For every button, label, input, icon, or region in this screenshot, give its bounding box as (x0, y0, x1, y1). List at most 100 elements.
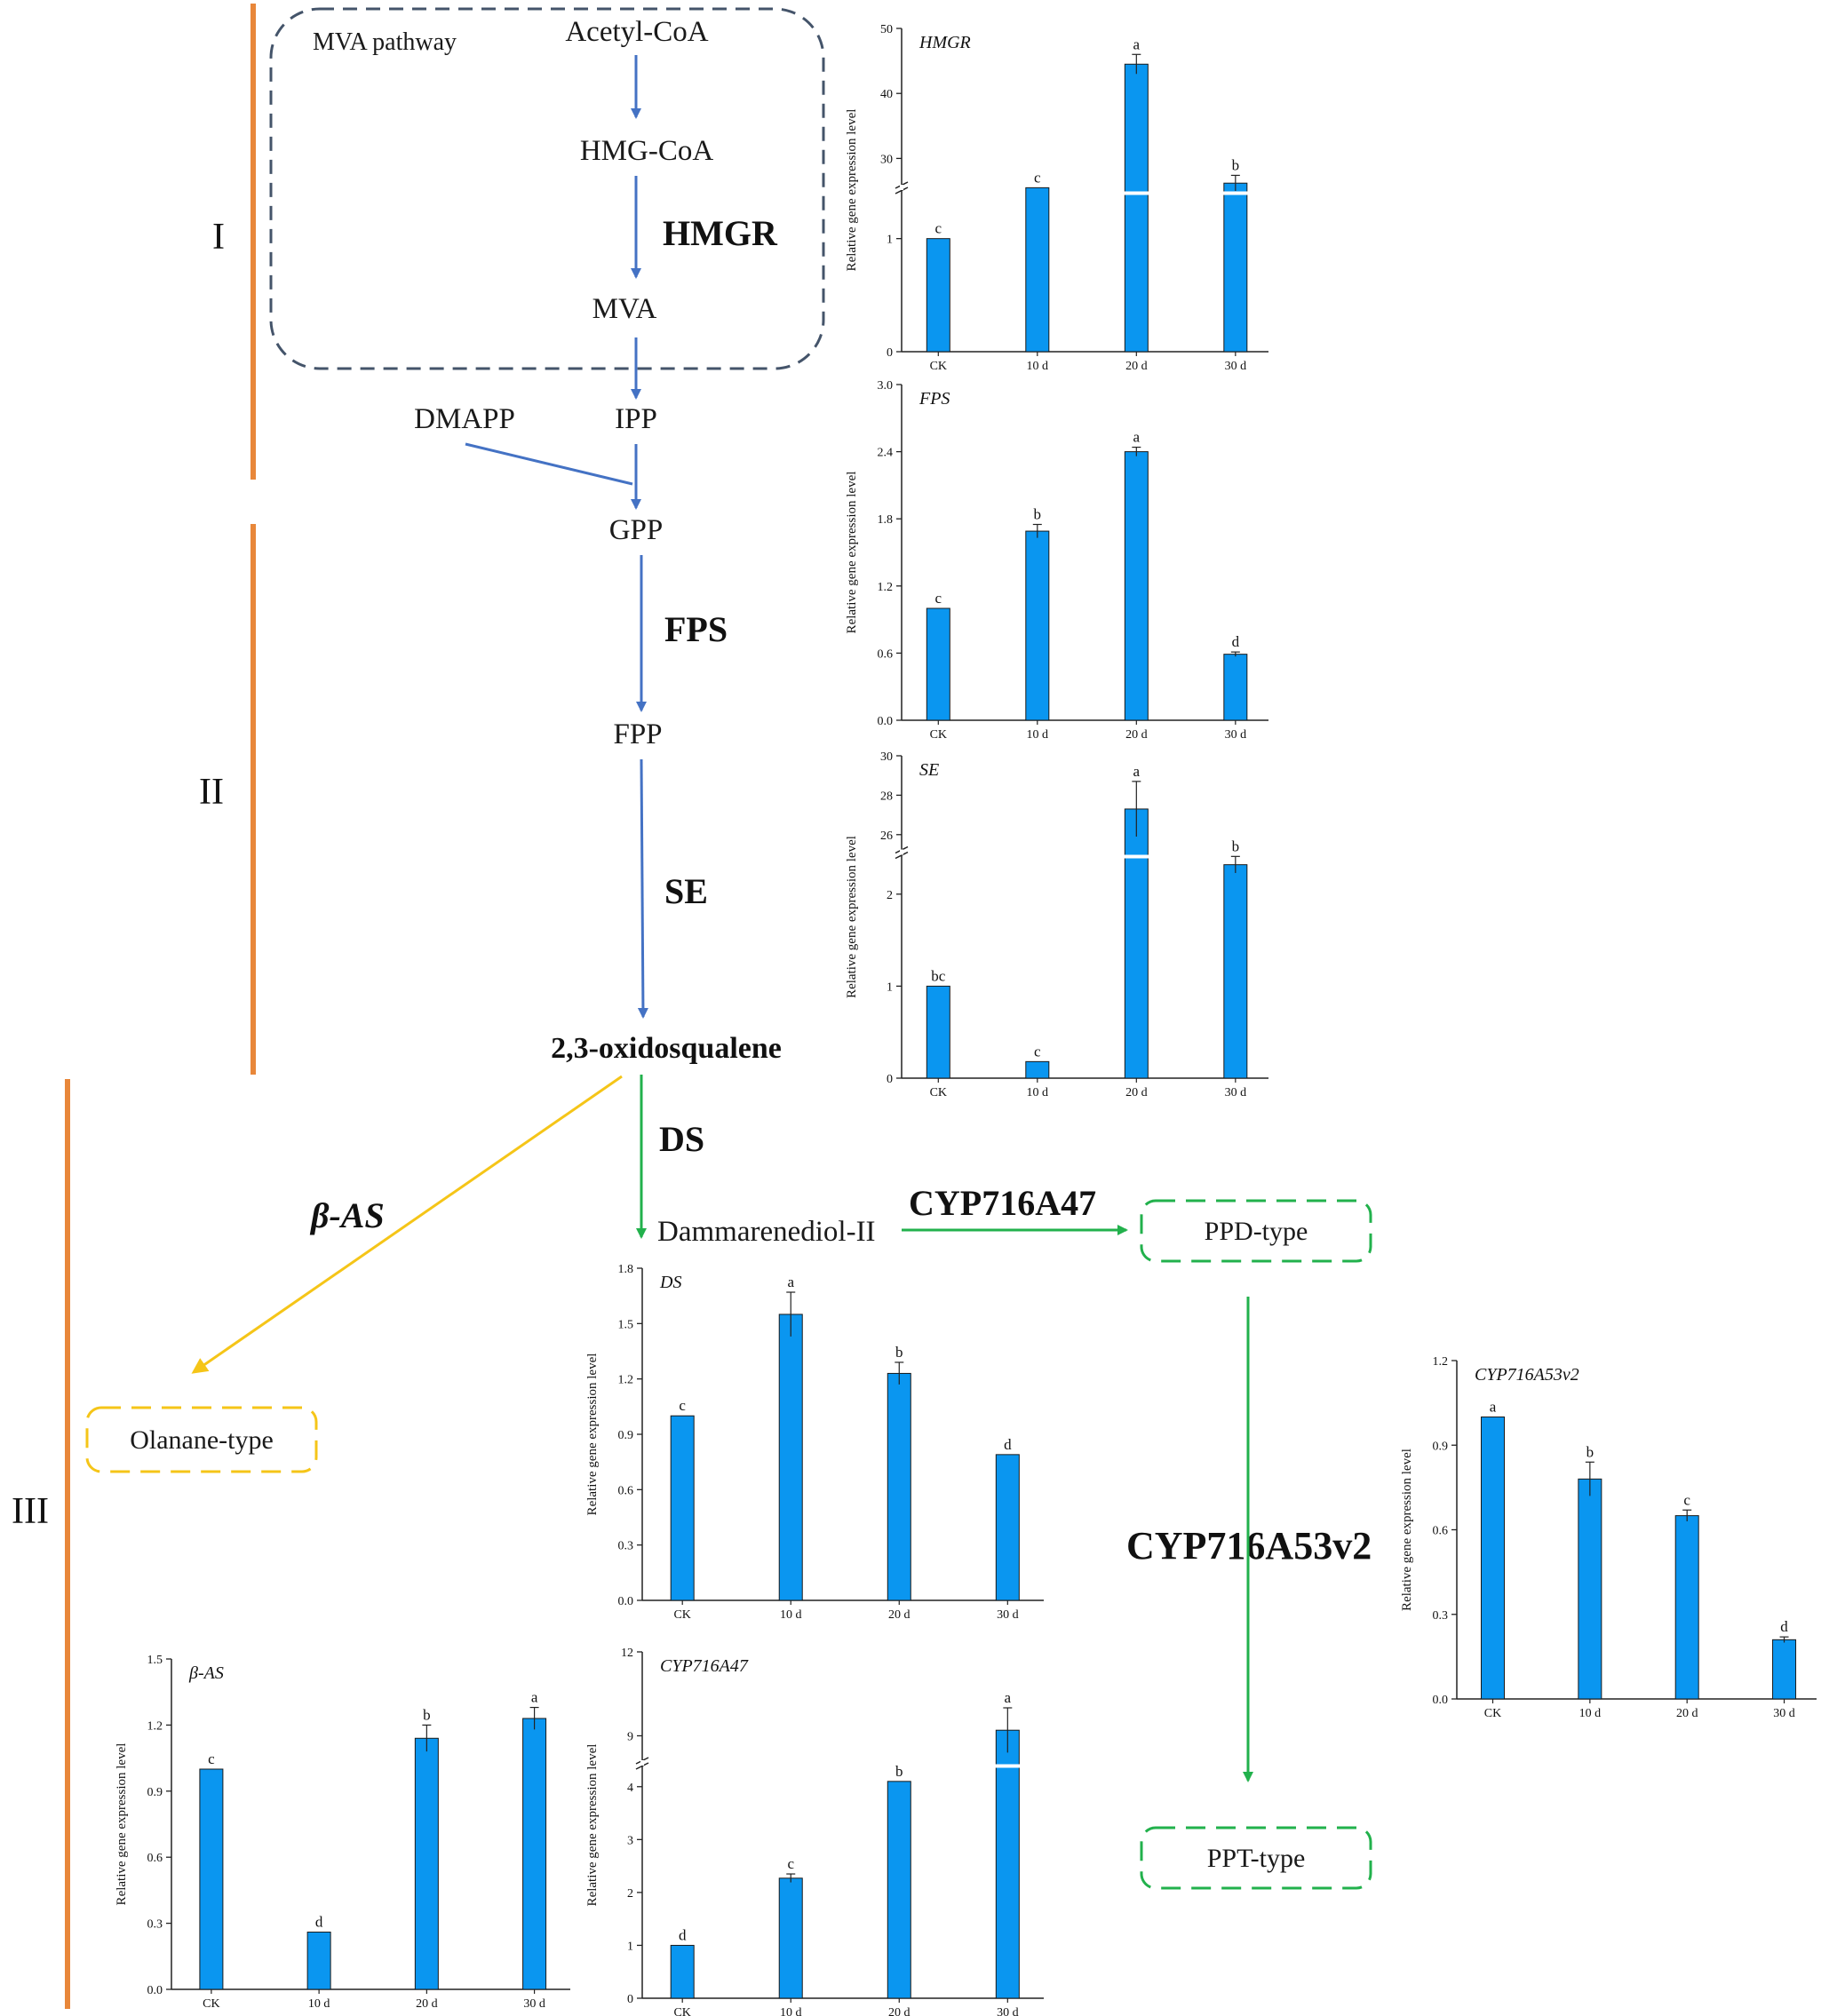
bar-CK (1481, 1417, 1505, 1700)
axis-break-gap (900, 849, 903, 855)
bar-10d (1578, 1478, 1602, 1700)
significance-letter: c (935, 590, 942, 607)
x-tick-label: CK (673, 2006, 690, 2016)
y-tick-label: 1 (887, 234, 893, 247)
metabolite-acetyl-coa: Acetyl-CoA (565, 16, 708, 48)
y-tick-label: 0.0 (878, 715, 894, 728)
x-tick-label: 10 d (308, 1997, 330, 2011)
y-tick-label: 0 (887, 1073, 893, 1086)
y-tick-label: 0.9 (618, 1429, 634, 1442)
x-tick-label: 30 d (1225, 728, 1247, 742)
bar-CK (926, 607, 950, 721)
olanane-type-box (85, 1406, 318, 1473)
y-tick-label: 1 (627, 1940, 633, 1953)
bar-break-gap (1124, 854, 1149, 859)
bar-CK (199, 1768, 224, 1990)
y-tick-label: 1.2 (618, 1374, 634, 1387)
y-tick-label: 0.9 (1433, 1440, 1449, 1453)
x-tick-label: 20 d (1125, 728, 1148, 742)
significance-letter: d (1780, 1618, 1788, 1635)
enzyme-se: SE (664, 871, 708, 911)
bar-30d (1223, 182, 1248, 353)
significance-letter: a (1133, 36, 1141, 52)
x-tick-label: 30 d (1773, 1707, 1795, 1720)
significance-letter: d (1232, 633, 1240, 650)
mva-pathway-label: MVA pathway (313, 28, 457, 56)
significance-letter: a (1133, 429, 1141, 446)
significance-letter: c (787, 1855, 794, 1872)
y-tick-label: 30 (880, 153, 893, 166)
x-tick-label: 10 d (780, 2006, 802, 2016)
y-tick-label: 3.0 (878, 379, 894, 393)
y-tick-label: 30 (880, 750, 893, 764)
bar-CK (926, 985, 950, 1079)
chart-title: β-AS (188, 1663, 224, 1683)
y-tick-label: 0.9 (147, 1786, 163, 1799)
y-tick-label: 0 (627, 1993, 633, 2006)
y-tick-label: 3 (627, 1834, 633, 1847)
ppd-type-box (1140, 1199, 1372, 1263)
bar-20d (887, 1781, 911, 1999)
bar-20d (1674, 1515, 1699, 1700)
metabolite-gpp: GPP (609, 514, 664, 546)
significance-letter: b (1232, 837, 1240, 854)
y-tick-label: 2 (627, 1887, 633, 1901)
x-tick-label: CK (930, 728, 947, 742)
bar-10d (778, 1877, 803, 1999)
y-axis-label: Relative gene expression level (845, 836, 859, 998)
metabolite-ipp: IPP (615, 403, 657, 435)
bar-30d (995, 1454, 1020, 1601)
bar-break-gap (1124, 191, 1149, 195)
x-tick-label: 10 d (1027, 1086, 1049, 1099)
bar-20d (887, 1372, 911, 1601)
y-tick-label: 12 (621, 1647, 633, 1660)
chart-title: DS (659, 1273, 681, 1292)
significance-letter: c (208, 1750, 215, 1767)
y-tick-label: 50 (880, 23, 893, 36)
bar-10d (778, 1314, 803, 1601)
significance-letter: b (1034, 506, 1042, 523)
significance-letter: d (1004, 1436, 1012, 1453)
ppt-type-label: PPT-type (1207, 1844, 1306, 1873)
significance-letter: b (1232, 156, 1240, 173)
significance-letter: c (1683, 1491, 1690, 1508)
y-axis-label: Relative gene expression level (585, 1744, 600, 1907)
significance-letter: bc (931, 967, 946, 984)
bar-20d (414, 1737, 439, 1990)
y-tick-label: 1.8 (878, 513, 894, 527)
enzyme-ds: DS (659, 1119, 704, 1159)
significance-letter: a (531, 1689, 538, 1706)
y-tick-label: 0.6 (618, 1484, 634, 1497)
metabolite-dammarenediol: Dammarenediol-II (657, 1216, 876, 1248)
y-axis-label: Relative gene expression level (585, 1353, 600, 1516)
bar-10d (1025, 530, 1050, 721)
axis-break-gap (640, 1760, 644, 1766)
significance-letter: a (787, 1274, 794, 1290)
x-tick-label: 30 d (997, 1608, 1019, 1622)
y-axis-label: Relative gene expression level (845, 472, 859, 634)
x-tick-label: 10 d (780, 1608, 802, 1622)
x-tick-label: 20 d (1125, 1086, 1148, 1099)
bar-20d (1124, 63, 1149, 353)
y-axis-label: Relative gene expression level (115, 1743, 129, 1906)
metabolite-oxidosqualene: 2,3-oxidosqualene (551, 1032, 782, 1065)
y-tick-label: 0.0 (1433, 1694, 1449, 1707)
y-tick-label: 1.5 (147, 1654, 163, 1667)
stage-label-2: II (199, 772, 224, 813)
bar-20d (1124, 451, 1149, 721)
x-tick-label: CK (203, 1997, 219, 2011)
y-tick-label: 0.6 (147, 1852, 163, 1865)
y-tick-label: 0.6 (1433, 1525, 1449, 1538)
bar-30d (1772, 1639, 1797, 1700)
y-tick-label: 26 (880, 829, 893, 843)
bar-30d (1223, 654, 1248, 721)
y-axis-label: Relative gene expression level (845, 109, 859, 272)
metabolite-dmapp: DMAPP (414, 403, 515, 435)
y-tick-label: 9 (627, 1731, 633, 1744)
x-tick-label: 30 d (523, 1997, 545, 2011)
significance-letter: c (679, 1397, 686, 1414)
